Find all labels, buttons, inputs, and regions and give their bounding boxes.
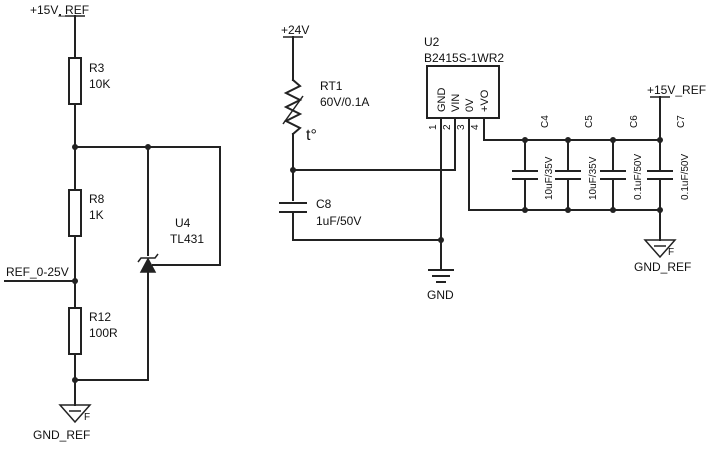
resistor-r3 <box>68 57 82 105</box>
pin-number: 2 <box>442 124 453 130</box>
u4-value: TL431 <box>170 232 204 246</box>
net-label-15v-ref-out: +15V_REF <box>647 83 706 97</box>
pin-number: 3 <box>456 124 467 130</box>
ground-ref-icon <box>58 404 92 424</box>
pin-number: 4 <box>470 124 481 130</box>
u2-pin-4: +VO 4 <box>470 89 491 141</box>
r3-ref: R3 <box>89 61 105 75</box>
c6-value: 0.1uF/50V <box>633 154 644 200</box>
c5-value: 10uF/35V <box>588 156 599 200</box>
c8-ref: C8 <box>316 197 332 211</box>
r3-value: 10K <box>89 77 110 91</box>
c4-value: 10uF/35V <box>544 156 555 200</box>
u2-pin-1: GND 1 <box>428 88 448 271</box>
gnd-ref-mark: F <box>668 247 674 258</box>
resistor-r8 <box>68 189 82 237</box>
c5-ref: C5 <box>584 115 595 128</box>
gnd-ref-mark: F <box>84 412 90 423</box>
net-label-gnd-ref: GND_REF <box>33 428 90 442</box>
capacitor-c5: C5 10uF/35V <box>555 115 599 213</box>
thermistor-slash <box>282 95 304 125</box>
ground-ref-icon <box>643 239 677 259</box>
c8-value: 1uF/50V <box>316 214 361 228</box>
left-reference-circuit: +15V_REF R3 10K R8 1K REF_0-25V R12 100R <box>4 3 221 442</box>
c4-ref: C4 <box>540 115 551 128</box>
pin-name: +VO <box>479 89 491 112</box>
rt1-temp-symbol: t° <box>306 127 317 144</box>
pin-name: VIN <box>450 94 462 112</box>
u2-ref: U2 <box>424 35 440 49</box>
u2-part: B2415S-1WR2 <box>424 51 504 65</box>
pin-number: 1 <box>428 124 439 130</box>
net-label-ref-0-25v: REF_0-25V <box>6 265 69 279</box>
c6-ref: C6 <box>629 115 640 128</box>
net-label-gnd-ref-right: GND_REF <box>634 260 691 274</box>
u2-pin-2: VIN 2 <box>442 94 462 171</box>
capacitor-c6: C6 0.1uF/50V <box>600 115 644 213</box>
pin-name: 0V <box>464 98 476 112</box>
net-label-24v: +24V <box>281 23 309 37</box>
dcdc-module-u2 <box>426 65 500 119</box>
r8-ref: R8 <box>89 192 105 206</box>
net-label-15v-ref: +15V_REF <box>30 3 89 17</box>
net-label-gnd: GND <box>427 288 454 302</box>
u2-pin-3: 0V 3 <box>456 98 476 211</box>
right-isolated-supply-circuit: +24V RT1 60V/0.1A t° C8 1uF/50V U2 B2415… <box>279 23 706 302</box>
r12-ref: R12 <box>89 310 111 324</box>
capacitor-c7: C7 0.1uF/50V <box>647 115 691 213</box>
u4-ref: U4 <box>175 216 191 230</box>
rt1-ref: RT1 <box>320 79 343 93</box>
capacitor-c4: C4 10uF/35V <box>512 115 555 213</box>
tl431-cathode-bar <box>137 253 159 263</box>
thermistor-rt1 <box>283 78 303 136</box>
c7-ref: C7 <box>676 115 687 128</box>
r12-value: 100R <box>89 326 118 340</box>
r8-value: 1K <box>89 208 104 222</box>
resistor-r12 <box>68 307 82 355</box>
c7-value: 0.1uF/50V <box>680 154 691 200</box>
rt1-value: 60V/0.1A <box>320 95 369 109</box>
pin-name: GND <box>436 88 448 113</box>
